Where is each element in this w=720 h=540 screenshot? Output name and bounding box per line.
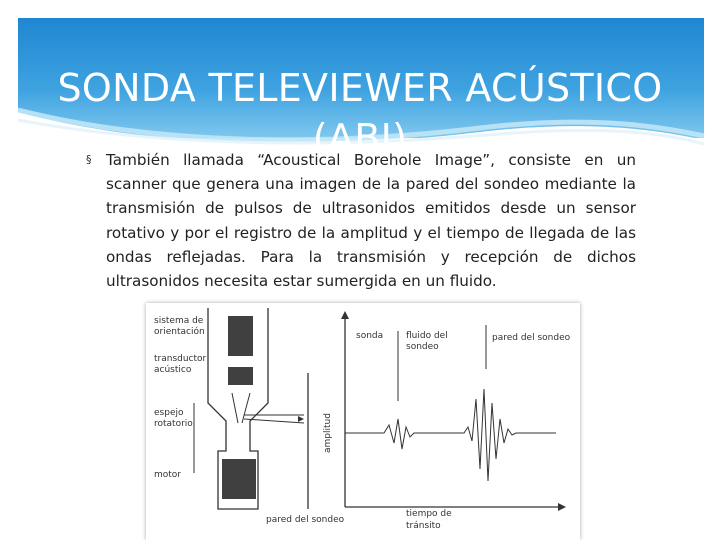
label-borehole-wall-top: pared del sondeo — [492, 333, 571, 343]
label-transit-time: tiempo de — [406, 509, 452, 519]
y-axis-arrow — [341, 311, 349, 319]
transducer-box — [228, 367, 253, 385]
body-paragraph: § También llamada “Acoustical Borehole I… — [86, 148, 636, 293]
motor-box — [222, 459, 256, 499]
mirror-line — [231, 392, 239, 424]
label-fluid-2: sondeo — [406, 342, 439, 352]
orientation-system-box — [228, 316, 253, 356]
label-fluid: fluido del — [406, 331, 448, 341]
abi-diagram: sistema de orientación transductor acúst… — [146, 303, 580, 540]
label-orientation-system-2: orientación — [154, 326, 205, 337]
slide-title: SONDA TELEVIEWER ACÚSTICO (ABI) — [57, 66, 663, 161]
label-mirror-2: rotatorio — [154, 419, 193, 429]
label-motor: motor — [154, 470, 181, 480]
label-transducer-2: acústico — [154, 365, 192, 375]
beam-arrow — [298, 416, 304, 422]
label-transit-time-2: tránsito — [406, 521, 441, 531]
mirror-line — [241, 392, 251, 424]
body-text: También llamada “Acoustical Borehole Ima… — [106, 151, 636, 291]
label-transducer: transductor — [154, 354, 207, 364]
probe-outline — [207, 308, 269, 510]
axis-label-amplitude: amplitud — [323, 413, 333, 453]
label-probe: sonda — [356, 331, 383, 341]
x-axis-arrow — [558, 503, 566, 511]
bullet-marker: § — [86, 153, 92, 166]
beam-line — [243, 418, 305, 424]
label-mirror: espejo — [154, 408, 184, 418]
label-borehole-wall-bottom: pared del sondeo — [266, 515, 345, 525]
label-orientation-system: sistema de — [154, 316, 204, 326]
signal-trace — [345, 388, 556, 482]
